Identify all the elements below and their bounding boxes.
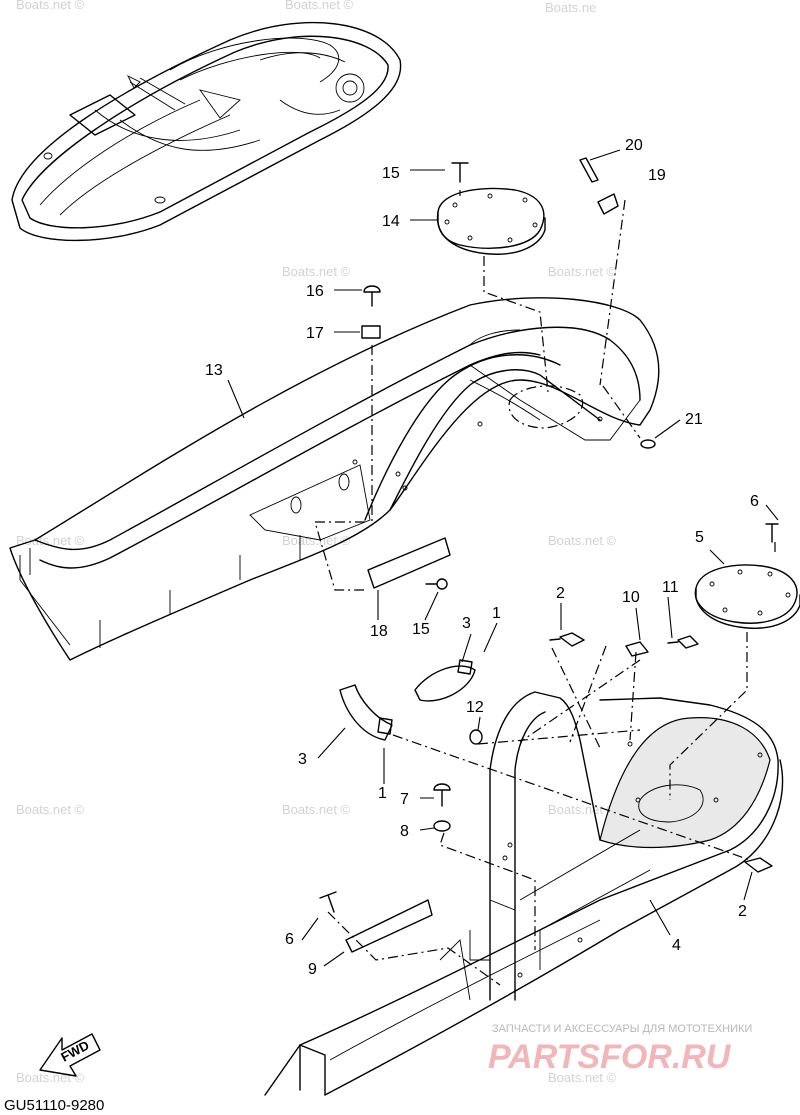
screw-7 [433, 783, 451, 807]
callout-16: 16 [306, 283, 324, 300]
callout-7: 7 [400, 791, 409, 808]
bracket-18 [367, 537, 451, 589]
callout-13: 13 [205, 362, 223, 379]
callout-17: 17 [306, 325, 324, 342]
callout-10: 10 [622, 589, 640, 606]
callout-18: 18 [370, 623, 388, 640]
watermarks: Boats.net © Boats.net © Boats.ne Boats.n… [16, 0, 617, 1085]
clip-10 [625, 641, 649, 657]
screw-16 [363, 285, 381, 307]
watermark: Boats.net © [16, 802, 85, 817]
clip-19 [597, 193, 619, 215]
part-13-upper-cover [9, 297, 660, 661]
watermark: Boats.net © [548, 533, 617, 548]
rivet-11 [667, 635, 699, 649]
callout-2: 2 [556, 585, 565, 602]
part-5-plate [694, 564, 800, 629]
rivet-2-top [549, 632, 585, 647]
callout-1: 1 [492, 605, 501, 622]
screw-15-bottom [436, 578, 448, 590]
watermark: Boats.ne [545, 0, 596, 15]
callout-5: 5 [695, 529, 704, 546]
brand-tagline: ЗАПЧАСТИ И АКСЕССУАРЫ ДЛЯ МОТОТЕХНИКИ [492, 1023, 752, 1035]
watermark: Boats.net © [16, 0, 85, 12]
bracket-9 [345, 899, 433, 953]
brand-logo: ЗАПЧАСТИ И АКСЕССУАРЫ ДЛЯ МОТОТЕХНИКИ PA… [488, 1023, 752, 1076]
callout-3: 3 [462, 615, 471, 632]
watermark: Boats.net © [282, 264, 351, 279]
callout-1: 1 [378, 785, 387, 802]
diagram-code: GU51110-9280 [4, 1097, 104, 1114]
callout-11: 11 [662, 579, 679, 596]
watermark: Boats.net © [16, 1070, 85, 1085]
rivet-2-bottom [744, 857, 773, 873]
rivet-20 [579, 157, 599, 183]
brand-name: PARTSFOR.RU [488, 1038, 732, 1076]
watermark: Boats.net © [16, 533, 85, 548]
watermark: Boats.net © [282, 802, 351, 817]
watermark: Boats.net © [548, 1070, 617, 1085]
hardware [319, 157, 779, 953]
watermark: Boats.net © [285, 0, 354, 12]
callout-21: 21 [685, 411, 703, 428]
screw-6-top [765, 523, 779, 543]
callout-15: 15 [412, 621, 430, 638]
watermark: Boats.net © [548, 264, 617, 279]
part-4-lower-cover [264, 691, 784, 1096]
callout-19: 19 [648, 167, 666, 184]
leader-lines [314, 149, 776, 986]
callout-12: 12 [466, 699, 484, 716]
callout-4: 4 [672, 937, 681, 954]
screw-15-top [451, 162, 469, 183]
callout-8: 8 [400, 823, 409, 840]
band-3-upper [414, 665, 476, 702]
part-14-plate [436, 187, 546, 255]
callout-15: 15 [382, 165, 400, 182]
screw-6-bottom [319, 891, 337, 913]
callout-9: 9 [308, 961, 317, 978]
callout-6: 6 [750, 493, 759, 510]
watermark: Boats.net © [282, 533, 351, 548]
callout-leaders [227, 169, 779, 967]
washer-21 [640, 439, 656, 449]
washer-12 [469, 729, 483, 745]
callout-3: 3 [298, 751, 307, 768]
callout-labels: 20 19 15 14 16 17 13 21 6 5 2 10 11 3 1 … [205, 137, 759, 978]
callout-14: 14 [382, 213, 400, 230]
callout-20: 20 [625, 137, 643, 154]
callout-6: 6 [285, 931, 294, 948]
watermark: Boats.net © [548, 802, 617, 817]
band-3-lower [339, 684, 393, 741]
watercraft-overview [11, 21, 402, 242]
callout-2: 2 [738, 903, 747, 920]
collar-8 [433, 820, 451, 832]
fwd-label: FWD [58, 1038, 91, 1065]
collar-17 [361, 325, 381, 339]
